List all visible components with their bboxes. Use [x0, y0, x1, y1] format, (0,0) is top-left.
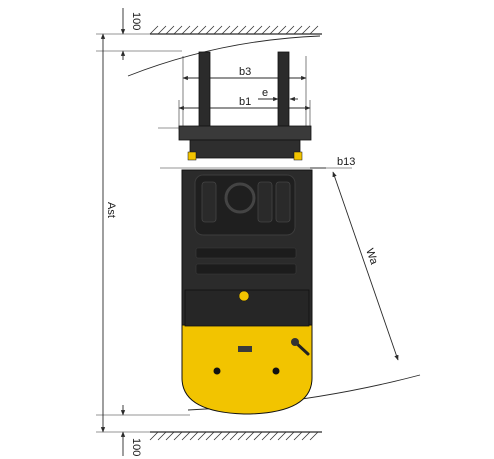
b3-label: b3: [239, 66, 251, 78]
rear-left-bolt: [213, 367, 221, 375]
e-label: e: [262, 87, 268, 99]
turning-radius-dimension: Wa: [332, 171, 399, 361]
left-mast-light: [187, 151, 197, 161]
b13-dimension: b13: [160, 156, 355, 169]
top-clearance-label: 100: [130, 12, 142, 30]
aisle-width-dimension: Ast: [100, 33, 117, 433]
mast: [189, 139, 301, 159]
turning-radius-label: Wa: [363, 247, 380, 267]
counterweight: [181, 324, 313, 415]
bottom-wall: [149, 431, 322, 441]
bottom-clearance-label: 100: [130, 438, 142, 456]
e-dimension: e: [258, 87, 298, 102]
top-clearance-dimension: 100: [120, 8, 142, 60]
bottom-clearance-dimension: 100: [120, 405, 142, 456]
aisle-width-label: Ast: [105, 202, 117, 218]
b13-label: b13: [337, 156, 355, 168]
top-turning-arc: [127, 35, 321, 77]
top-wall: [149, 25, 322, 35]
right-mast-light: [293, 151, 303, 161]
steering-wheel: [224, 182, 256, 214]
fork-carriage: [158, 125, 312, 161]
tow-pin: [238, 346, 252, 352]
warning-beacon: [238, 290, 250, 302]
left-fork: [198, 51, 211, 131]
right-fork: [277, 51, 290, 131]
forks: [198, 51, 290, 131]
truck-body: [181, 169, 313, 415]
b1-label: b1: [239, 96, 251, 108]
rear-right-bolt: [272, 367, 280, 375]
